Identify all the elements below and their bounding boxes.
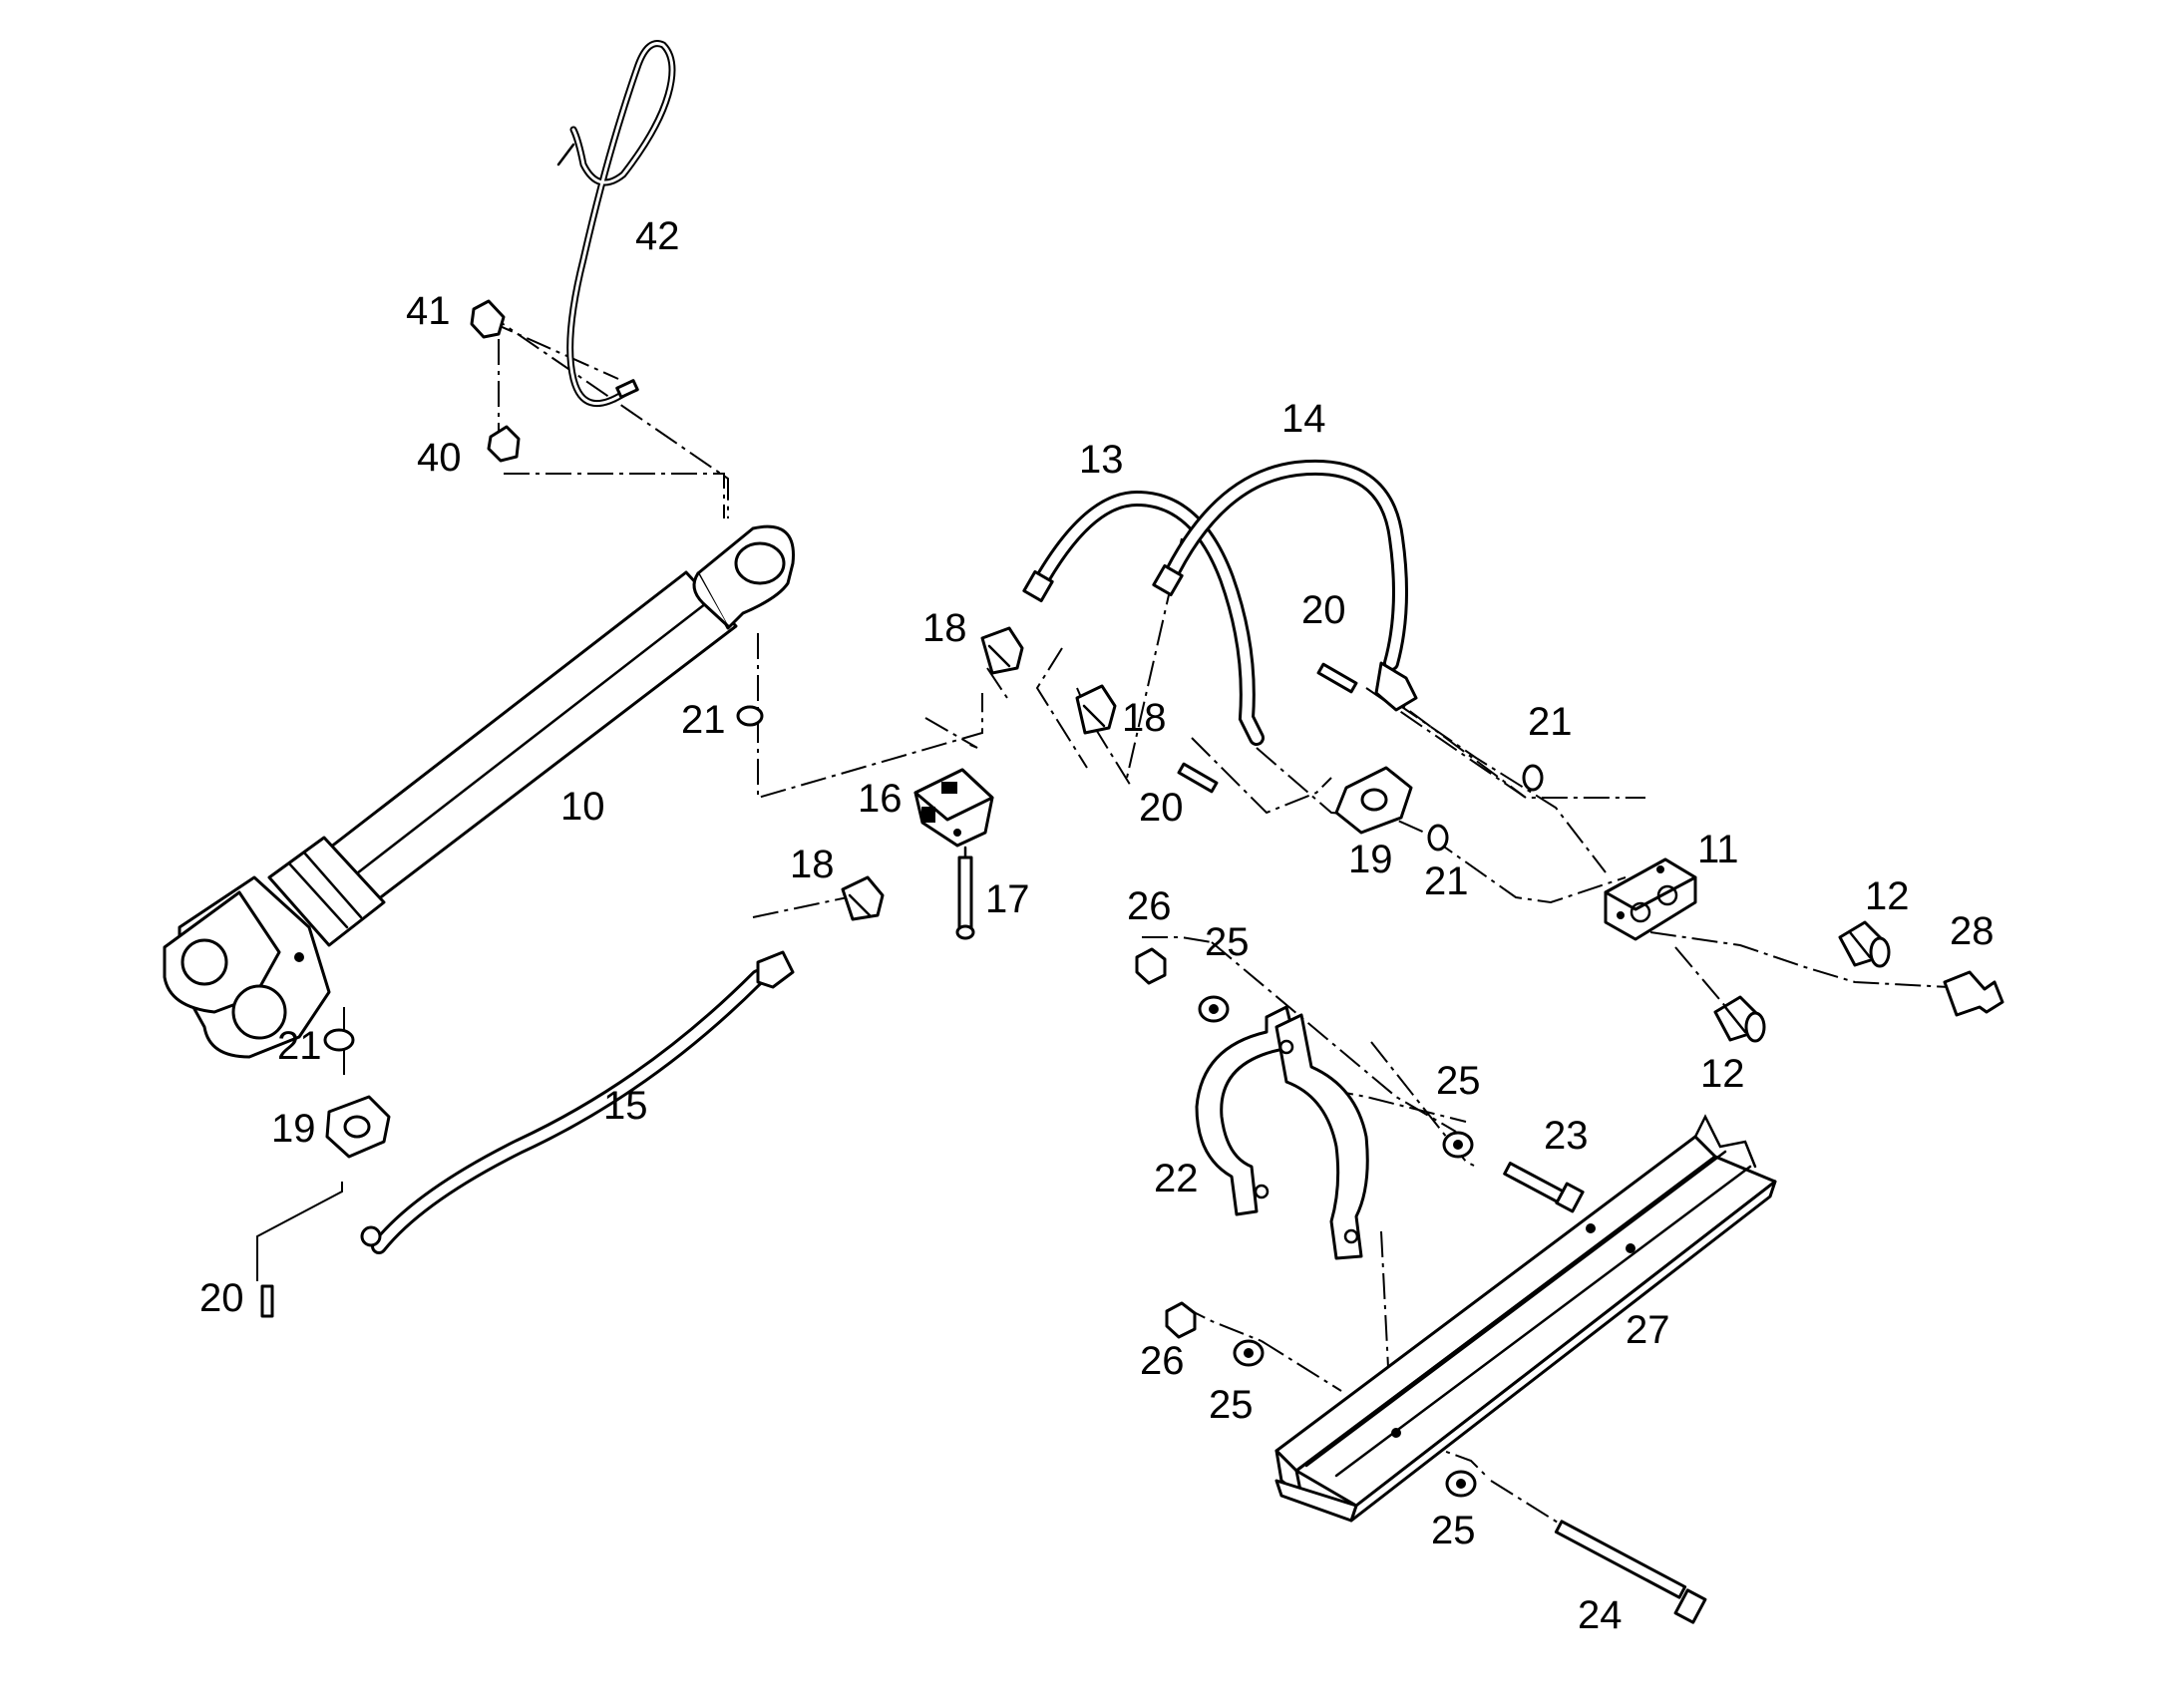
part-12-adapter-lower [1713,995,1766,1043]
callout-21-d: 21 [277,1024,322,1068]
part-22-strap-clamp [1195,1005,1369,1260]
callout-12-upper: 12 [1865,874,1910,918]
callout-27: 27 [1626,1308,1670,1352]
callout-15: 15 [603,1084,648,1128]
callout-19-upper: 19 [1348,838,1393,881]
callout-16: 16 [858,777,903,821]
part-42-sensor-cable [556,40,676,407]
part-16-valve-block [913,768,994,848]
part-25-washer-c [1233,1339,1265,1367]
callout-12-lower: 12 [1700,1052,1745,1096]
part-21-oring-a [736,705,764,727]
callout-40: 40 [417,436,462,480]
callout-17: 17 [985,877,1030,921]
part-12-adapter-upper [1838,920,1891,968]
callout-22: 22 [1154,1157,1199,1200]
part-41-fitting [470,299,506,339]
callout-25-b: 25 [1436,1059,1481,1103]
part-20-bolt-lower [260,1284,274,1318]
callout-14: 14 [1281,397,1326,441]
part-26-nut-b [1165,1301,1197,1339]
callout-19-lower: 19 [271,1107,316,1151]
callout-26-b: 26 [1140,1339,1185,1383]
part-20-bolt-middle [1177,762,1219,794]
callout-42: 42 [635,214,680,258]
callout-20-lower: 20 [199,1276,244,1320]
part-25-washer-a [1198,995,1230,1023]
callout-41: 41 [406,289,451,333]
callout-20-middle: 20 [1139,786,1184,830]
callout-21-c: 21 [1424,859,1469,903]
part-18-fitting-c [841,875,885,921]
callout-23: 23 [1544,1114,1589,1158]
part-25-washer-b [1442,1131,1474,1159]
part-24-long-bolt [1554,1520,1707,1624]
callout-25-c: 25 [1209,1383,1254,1427]
callout-18-lower: 18 [790,843,835,886]
part-19-flange-lower [325,1095,391,1159]
part-18-fitting-b [1075,684,1117,735]
callout-20-upper: 20 [1301,588,1346,632]
callout-18-middle: 18 [1122,696,1167,740]
callout-labels: 10 11 12 12 13 14 15 16 17 18 18 18 19 1… [199,214,1995,1637]
part-27-channel-bracket [1274,1114,1777,1523]
part-13-hose [1022,490,1265,746]
part-10-hydraulic-cylinder [163,524,795,1059]
callout-24: 24 [1578,1593,1623,1637]
callout-10: 10 [560,785,605,829]
part-23-bolt [1503,1162,1585,1213]
part-18-fitting-a [980,626,1024,675]
part-26-nut-a [1135,947,1167,985]
callout-21-b: 21 [1528,700,1573,744]
part-14-hose [1152,459,1418,712]
callout-21-a: 21 [681,698,726,742]
part-19-flange-upper [1334,766,1413,835]
callout-25-a: 25 [1205,920,1250,964]
callout-26-a: 26 [1127,884,1172,928]
callout-13: 13 [1079,438,1124,482]
part-21-oring-d [323,1028,355,1052]
part-28-elbow-fitting [1943,970,2004,1017]
part-40-plug [487,425,521,463]
part-25-washer-d [1445,1470,1477,1498]
part-21-oring-c [1427,824,1449,852]
callout-18-upper: 18 [922,606,967,650]
part-15-hose [360,950,795,1254]
part-11-manifold-block [1604,857,1697,941]
part-20-bolt-upper [1316,662,1358,694]
part-21-oring-b [1522,764,1544,792]
callout-28: 28 [1950,909,1995,953]
callout-11: 11 [1697,828,1739,871]
part-17-bolt [955,846,975,940]
callout-25-d: 25 [1431,1509,1476,1552]
